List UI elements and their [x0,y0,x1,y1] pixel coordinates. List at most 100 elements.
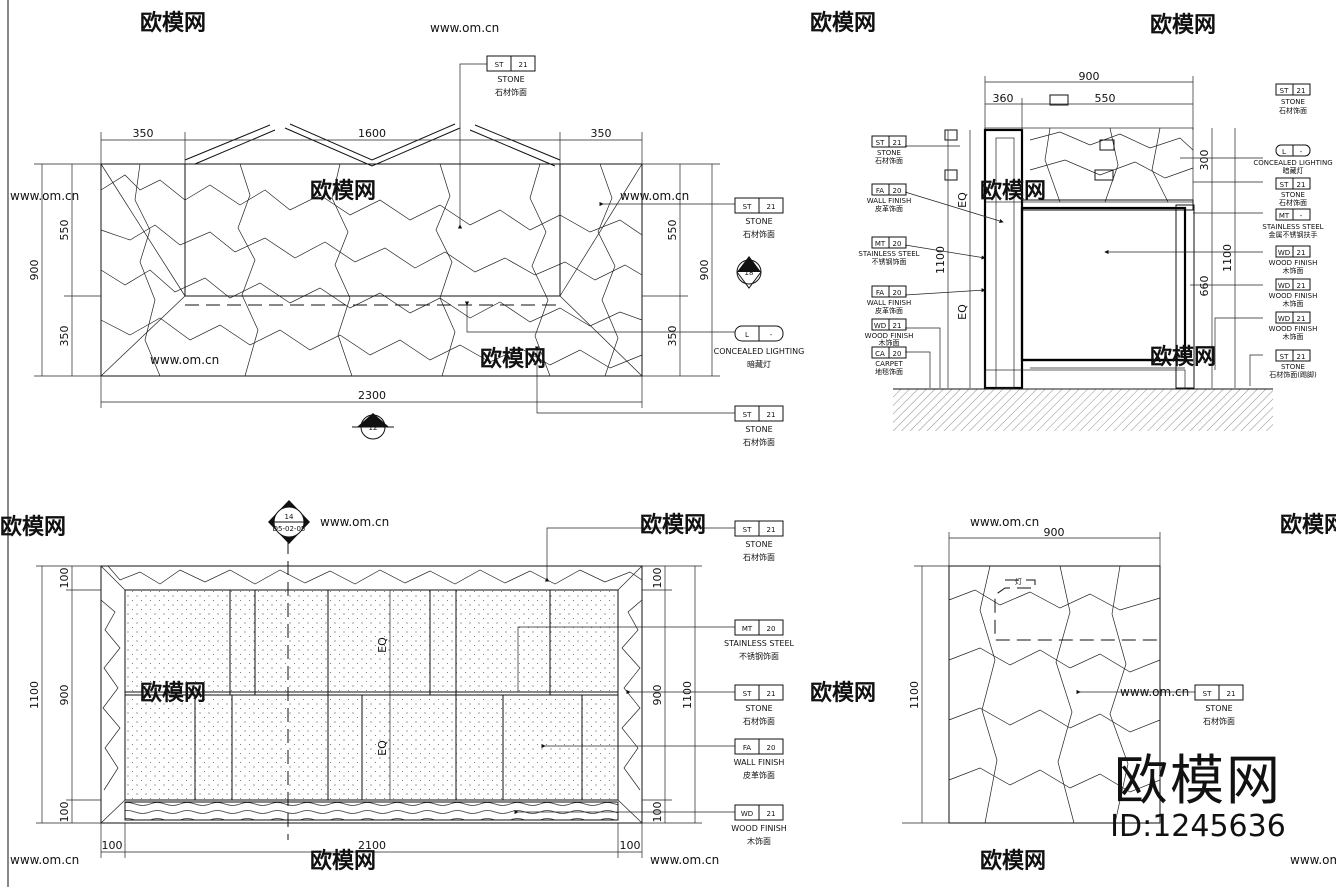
wood-base [124,801,619,821]
tag-section-wall-finish-top[interactable]: FA 20 WALL FINISH 皮革饰面 [867,183,911,213]
dim-elev-900-right: 900 [651,685,664,706]
svg-text:皮革饰面: 皮革饰面 [875,204,903,213]
svg-text:L: L [1282,148,1286,156]
svg-text:ST: ST [743,411,752,419]
counter-cabinet [1020,206,1187,362]
svg-text:WD: WD [1278,282,1290,290]
svg-text:D5-02-05: D5-02-05 [273,525,306,533]
svg-text:20: 20 [893,240,902,248]
tag-section-concealed[interactable]: L - CONCEALED LIGHTING 暗藏灯 [1253,144,1333,175]
svg-text:20: 20 [893,350,902,358]
tag-section-stone-mid-right[interactable]: ST 21 STONE 石材饰面 [1275,177,1311,207]
svg-text:L: L [745,331,749,339]
dim-elev-eq-bottom: EQ [376,740,389,756]
svg-text:www.om.cn: www.om.cn [10,853,79,867]
svg-text:木饰面: 木饰面 [1283,299,1304,308]
dim-plan-350-left-v: 350 [58,326,71,347]
svg-text:ST: ST [1280,87,1289,95]
concealed-light-zone [184,163,561,297]
svg-text:石材饰面: 石材饰面 [875,156,903,165]
tag-section-stone-top-right[interactable]: ST 21 STONE 石材饰面 [1275,83,1311,115]
svg-text:21: 21 [893,322,902,330]
side-outline [948,565,1161,824]
tag-plan-concealed-lighting[interactable]: L - CONCEALED LIGHTING 暗藏灯 [714,325,805,369]
tag-section-wood-left[interactable]: WD 21 WOOD FINISH 木饰面 [865,318,914,347]
svg-text:WD: WD [1278,249,1290,257]
tag-section-wood-right-1[interactable]: WD 21 WOOD FINISH 木饰面 [1269,245,1318,275]
side-fixture-label: 灯 [1015,577,1022,586]
dim-plan-550-right: 550 [666,220,679,241]
tag-elev-stone-top[interactable]: ST 21 STONE 石材饰面 [734,520,784,562]
tag-plan-stone-right[interactable]: ST 21 STONE 石材饰面 [734,197,784,239]
tag-section-stone-base[interactable]: ST 21 STONE 石材饰面(踢脚) [1269,349,1317,379]
svg-text:STONE: STONE [1281,363,1305,371]
svg-text:21: 21 [1297,353,1306,361]
tag-elev-wall-finish[interactable]: FA 20 WALL FINISH 皮革饰面 [734,738,785,780]
svg-text:欧模网: 欧模网 [810,680,876,706]
svg-text:20: 20 [767,625,776,633]
svg-text:-: - [1300,148,1303,156]
svg-text:www.om.cn: www.om.cn [150,353,219,367]
svg-text:20: 20 [767,744,776,752]
svg-text:木饰面: 木饰面 [747,836,771,846]
svg-text:欧模网: 欧模网 [1150,12,1216,38]
svg-text:21: 21 [1297,249,1306,257]
svg-text:WALL FINISH: WALL FINISH [867,299,911,307]
svg-text:www.om.cn: www.om.cn [320,515,389,529]
dim-section-900: 900 [1079,70,1100,83]
svg-text:21: 21 [1297,87,1306,95]
svg-text:www.om.cn: www.om.cn [650,853,719,867]
tag-section-stone-left[interactable]: ST 21 STONE 石材饰面 [871,135,907,165]
svg-text:STONE: STONE [1281,98,1305,106]
dim-elev-900-left: 900 [58,685,71,706]
section-view: 900 360 550 1100 EQ EQ 300 1100 660 [893,70,1273,431]
svg-text:WALL FINISH: WALL FINISH [734,758,785,767]
svg-text:欧模网: 欧模网 [480,346,546,372]
svg-text:STONE: STONE [877,149,901,157]
tag-section-carpet[interactable]: CA 20 CARPET 地毯饰面 [871,346,907,376]
svg-text:WOOD FINISH: WOOD FINISH [1269,325,1318,333]
counter-front-panel [983,128,1024,390]
tag-section-wood-right-2[interactable]: WD 21 WOOD FINISH 木饰面 [1269,278,1318,308]
svg-text:21: 21 [1297,181,1306,189]
watermarks: 欧模网 www.om.cn 欧模网 欧模网 欧模网 www.om.cn 欧模网 … [0,10,1336,874]
svg-text:欧模网: 欧模网 [0,514,66,540]
tag-plan-stone-bottom[interactable]: ST 21 STONE 石材饰面 [734,405,784,447]
tag-side-stone[interactable]: ST 21 STONE 石材饰面 [1194,684,1244,726]
svg-text:STONE: STONE [745,540,772,549]
tag-section-steel-right[interactable]: MT - STAINLESS STEEL 金属不锈钢扶手 [1262,208,1324,239]
dim-plan-350-right: 350 [666,326,679,347]
svg-text:ST: ST [743,526,752,534]
svg-text:21: 21 [1297,315,1306,323]
tag-elev-wood-finish[interactable]: WD 21 WOOD FINISH 木饰面 [731,804,787,846]
section-marker-14[interactable]: 14 D5-02-05 [268,500,310,544]
svg-text:欧模网: 欧模网 [980,178,1046,204]
svg-text:21: 21 [893,139,902,147]
svg-text:WD: WD [741,810,753,818]
svg-text:不锈钢饰面: 不锈钢饰面 [739,651,779,661]
svg-text:欧模网: 欧模网 [310,848,376,874]
section-marker-12[interactable]: 12 [352,413,394,440]
tag-elev-stone-side[interactable]: ST 21 STONE 石材饰面 [734,684,784,726]
dim-plan-350-left: 350 [133,127,154,140]
svg-text:www.om.cn: www.om.cn [430,21,499,35]
svg-text:FA: FA [876,187,884,195]
svg-text:21: 21 [767,690,776,698]
svg-text:www.om.cn: www.om.cn [620,189,689,203]
section-marker-18[interactable]: 18 [736,256,762,289]
dim-section-360: 360 [993,92,1014,105]
tag-elev-stainless-steel[interactable]: MT 20 STAINLESS STEEL 不锈钢饰面 [724,619,794,661]
svg-text:地毯饰面: 地毯饰面 [875,367,903,376]
tag-plan-stone-top[interactable]: ST 21 STONE 石材饰面 [486,55,536,97]
svg-text:21: 21 [1227,690,1236,698]
front-elevation: EQ EQ 14 D5-02-05 100 2100 100 1100 100 … [28,500,735,858]
tag-section-steel-left[interactable]: MT 20 STAINLESS STEEL 不锈钢饰面 [858,236,920,266]
svg-text:12: 12 [369,424,378,432]
svg-text:ST: ST [876,139,885,147]
svg-text:WOOD FINISH: WOOD FINISH [1269,259,1318,267]
tag-section-wall-finish-bottom[interactable]: FA 20 WALL FINISH 皮革饰面 [867,285,911,315]
tag-section-wood-right-3[interactable]: WD 21 WOOD FINISH 木饰面 [1269,311,1318,341]
svg-text:21: 21 [519,61,528,69]
svg-text:木饰面: 木饰面 [1283,332,1304,341]
